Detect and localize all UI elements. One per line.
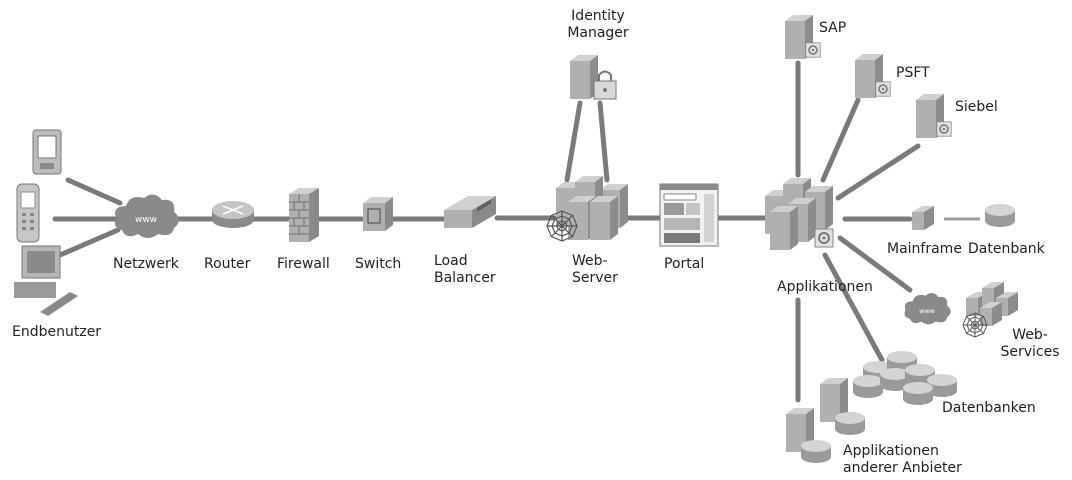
label-portal: Portal <box>664 256 705 272</box>
portal-window-icon <box>659 183 719 247</box>
label-psft: PSFT <box>896 65 930 81</box>
label-identity-line2: Manager <box>567 25 629 41</box>
internet-cloud-icon: www <box>114 194 179 238</box>
web-services-cloud-icon: www <box>904 293 951 325</box>
label-applikationen: Applikationen <box>777 279 873 295</box>
label-third-party-line2: anderer Anbieter <box>843 460 962 476</box>
label-third-party-line1: Applikationen <box>843 443 939 459</box>
connection-lines <box>52 60 921 403</box>
web-services-spider-web-icon <box>962 312 988 338</box>
svg-text:www: www <box>919 307 936 315</box>
label-datenbanken: Datenbanken <box>942 400 1036 416</box>
label-sap: SAP <box>819 20 847 36</box>
mainframe-icon <box>912 206 934 230</box>
label-web-services-line1: Web- <box>1012 327 1048 343</box>
label-web-server-line2: Server <box>572 270 618 286</box>
label-web-server: Web- Server <box>572 253 618 287</box>
siebel-server-icon <box>916 94 953 138</box>
label-load-line2: Balancer <box>434 270 496 286</box>
label-identity-manager: Identity Manager <box>548 8 648 42</box>
load-balancer-icon <box>444 196 496 228</box>
pda-icon <box>32 129 62 175</box>
label-firewall: Firewall <box>277 256 330 272</box>
label-siebel: Siebel <box>955 99 998 115</box>
label-switch: Switch <box>355 256 402 272</box>
label-router: Router <box>204 256 251 272</box>
databases-icon <box>853 351 957 405</box>
label-endbenutzer: Endbenutzer <box>12 324 102 340</box>
label-web-services-line2: Services <box>1000 344 1060 360</box>
web-services-cluster-icon <box>966 282 1018 326</box>
router-icon <box>212 201 254 228</box>
desktop-computer-icon <box>14 245 78 316</box>
switch-icon <box>363 197 393 231</box>
firewall-icon <box>289 188 319 242</box>
label-mainframe: Mainframe <box>887 241 962 257</box>
label-load-balancer: Load Balancer <box>434 253 496 287</box>
label-netzwerk: Netzwerk <box>113 256 179 272</box>
lock-icon <box>593 70 617 100</box>
spider-web-icon <box>546 210 578 242</box>
database-icon <box>985 204 1015 227</box>
label-web-services: Web- Services <box>1000 327 1060 361</box>
svg-text:www: www <box>135 215 157 225</box>
gear-icon <box>814 228 834 248</box>
mobile-phone-icon <box>16 183 40 243</box>
sap-server-icon <box>785 15 822 59</box>
label-datenbank: Datenbank <box>968 241 1045 257</box>
label-applikationen-anderer-anbieter: Applikationen anderer Anbieter <box>843 443 962 477</box>
label-identity-line1: Identity <box>571 8 625 24</box>
label-load-line1: Load <box>434 253 468 269</box>
psft-server-icon <box>855 54 892 98</box>
label-web-server-line1: Web- <box>572 253 608 269</box>
